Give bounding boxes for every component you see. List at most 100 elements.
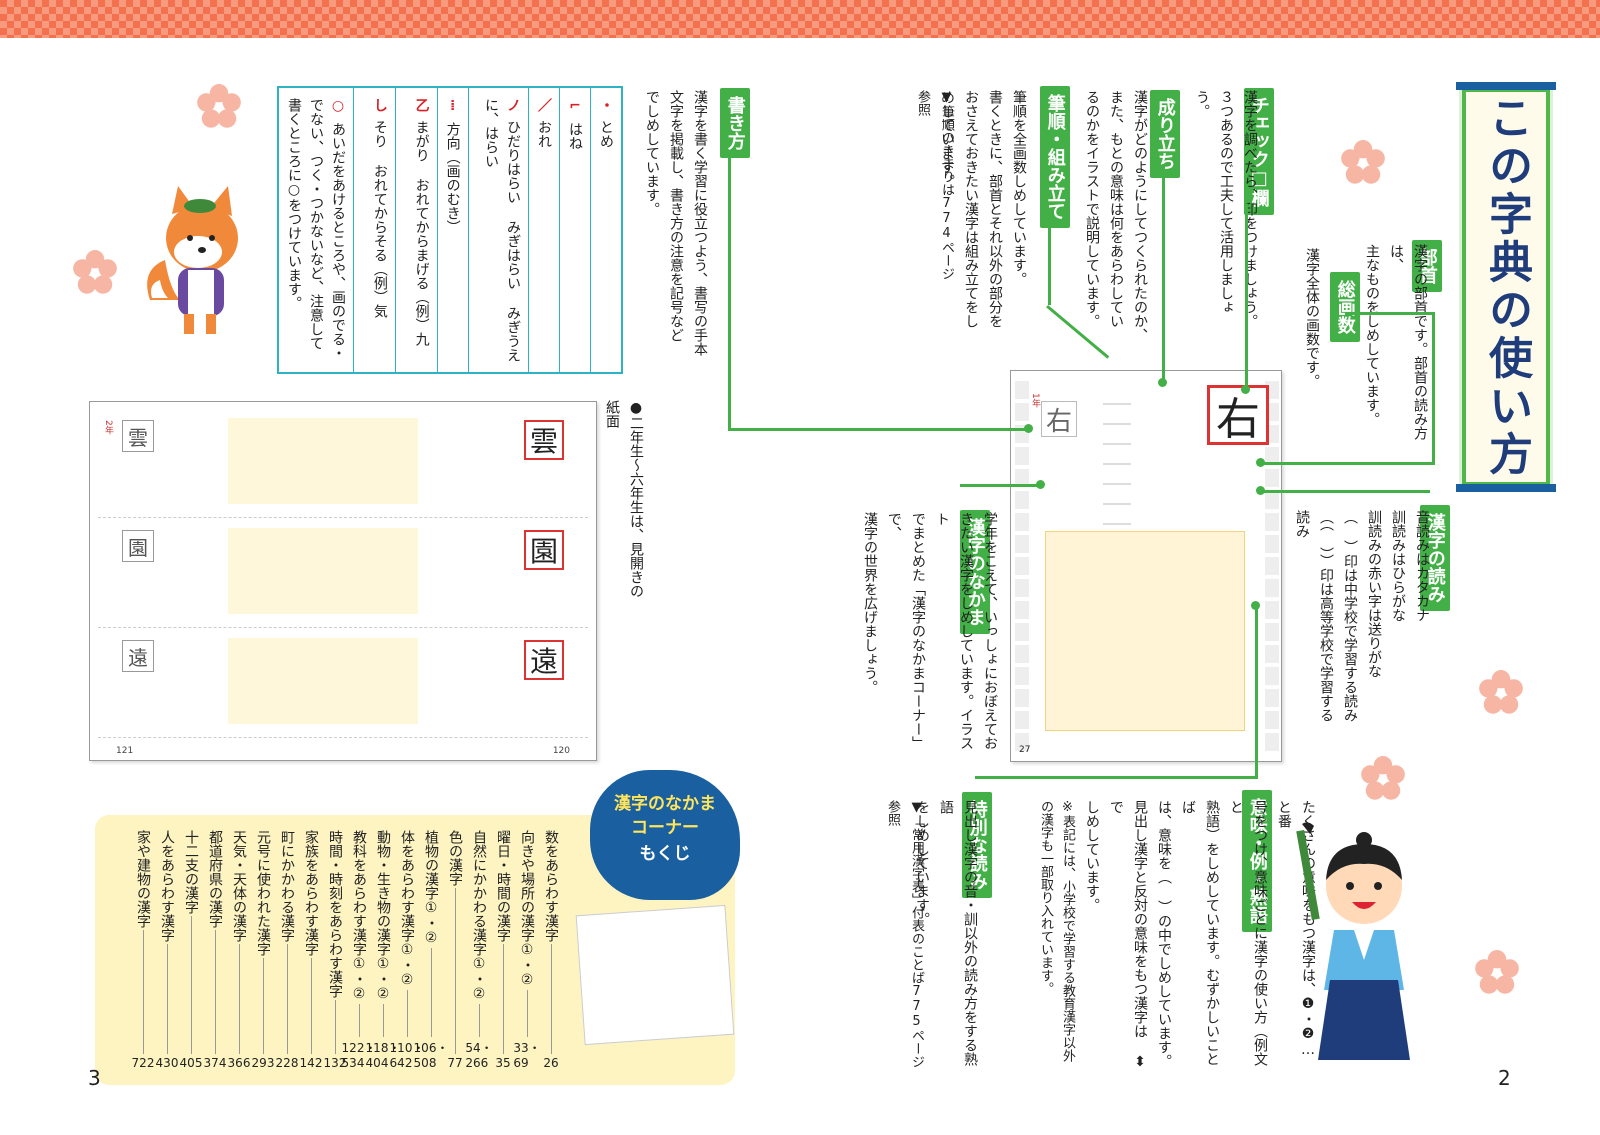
tag-naritachi: 成り立ち (1150, 90, 1180, 178)
stroke-mark: ／ (536, 98, 552, 112)
connector-dot (1256, 486, 1265, 495)
toc-item-pages: 33・69 (513, 1041, 541, 1070)
desc-bushu-line: 漢字の部首です。部首の読み方は、 (1388, 244, 1428, 440)
toc-item-name: 家族をあらわす漢字 (303, 830, 319, 956)
stroke-mark: ⁞ (444, 98, 461, 114)
toc-item: 植物の漢字①・② 106・508 (414, 830, 449, 1070)
stroke-mark: ・ (598, 98, 614, 112)
connector-nakama (960, 484, 1040, 487)
toc-leader-line (478, 1004, 480, 1037)
desc-yomi-line: 訓読みの赤い字は送りがな (1366, 510, 1382, 678)
desc-naritachi-line: また、もとの意味は何をあらわしてい (1108, 90, 1124, 328)
toc-leader-line (406, 990, 408, 1037)
desc-imi-line: しめしています。 (1084, 800, 1100, 912)
connector-naritachi (1162, 164, 1165, 384)
toc-item-name: 町にかかわる漢字 (279, 830, 295, 942)
plum-flower-icon (1479, 670, 1523, 714)
toc-item-name: 時間・時刻をあらわす漢字 (327, 830, 343, 998)
spread-meaning-area (228, 528, 418, 614)
toc-item-pages: 228 (275, 1056, 299, 1070)
desc-kakikata: 漢字を書く学習に役立つよう、書写の手本 文字を掲載し、書き方の注意を記号など で… (640, 90, 712, 360)
connector-dot (1036, 480, 1045, 489)
toc-item-pages: 366 (227, 1056, 251, 1070)
connector-check (1245, 204, 1248, 390)
sample-headword-kanji: 右 (1207, 385, 1269, 445)
sample-page-number: 27 (1019, 745, 1031, 755)
plum-flower-icon (1361, 756, 1405, 800)
sample-meaning-area (1045, 531, 1245, 731)
desc-yomi-line: （ ）印は中学校で学習する読み (1342, 510, 1358, 722)
note-hitsujun: ▼筆順のきまりは774ページ参照 (915, 90, 954, 280)
desc-imi-line: 号をつけ、意味ごとに漢字の使い方（例文と (1228, 800, 1268, 1066)
connector-dot (1158, 378, 1167, 387)
desc-nakama-line: きたい漢字をしめしています。イラスト (934, 512, 974, 750)
toc-item-pages: 430 (155, 1056, 179, 1070)
desc-yomi-line: 音読みはカタカナ (1414, 510, 1430, 622)
stroke-name: ひだりはらい みぎはらい みぎうえに、はらい (483, 98, 521, 362)
stroke-mark: し (371, 98, 388, 112)
desc-imi: たくさんの意味をもつ漢字は、❶・❷…と番 号をつけ、意味ごとに漢字の使い方（例文… (1080, 800, 1320, 1070)
desc-nakama-line: 学年をこえて、いっしょにおぼえてお (982, 512, 998, 750)
spread-headword: 遠 (524, 640, 564, 680)
stroke-name: 方向（画のむき） (444, 122, 461, 234)
desc-yomi: 音読みはカタカナ 訓読みはひらがな 訓読みの赤い字は送りがな （ ）印は中学校で… (1290, 510, 1434, 730)
toc-item-pages: 118・404 (365, 1041, 401, 1070)
fox-mascot-icon (147, 186, 238, 334)
connector-dot (1251, 601, 1260, 610)
toc-leader-line (382, 1004, 384, 1037)
stroke-name: おれ (536, 120, 552, 148)
desc-bushu-line: 主なものをしめしています。 (1364, 244, 1380, 426)
desc-check-line: ３つあるので工夫して活用しましょう。 (1194, 90, 1234, 314)
toc-leader-line (358, 1004, 360, 1037)
note-imi: ※表記には、小学校で学習する教育漢字以外の漢字も一部取り入れています。 (1038, 800, 1075, 1062)
spread-page-left: 121 (116, 746, 134, 756)
desc-check-line: 漢字を調べたら、印をつけましょう。 (1242, 90, 1258, 328)
page-number-left: 3 (88, 1066, 101, 1090)
tag-hitsujun: 筆順・組み立て (1040, 86, 1070, 228)
page-title: この字典の使い方 (1481, 95, 1532, 479)
toc-item-name: 植物の漢字①・② (423, 830, 439, 946)
boy-mascot-icon (1296, 822, 1410, 1068)
toc-item-name: 十二支の漢字 (183, 830, 199, 914)
connector-bushu (1432, 312, 1435, 465)
connector-tokubetsu (975, 776, 1258, 779)
tag-yomi: 漢字の読み (1420, 505, 1450, 611)
stroke-mark: ⌐ (567, 98, 583, 114)
desc-nakama-line: 漢字の世界を広げましょう。 (862, 512, 878, 694)
desc-check: 漢字を調べたら、印をつけましょう。 ３つあるので工夫して活用しましょう。 (1190, 90, 1262, 330)
stroke-name: そり おれてからそる（例）気 (371, 120, 388, 318)
toc-item-name: 元号に使われた漢字 (255, 830, 271, 956)
spread-page-right: 120 (552, 746, 570, 756)
desc-hitsujun-line: 筆順を全画数しめしています。 (1011, 90, 1027, 286)
connector-yomi (1260, 462, 1432, 465)
desc-hitsujun-line: おさえておきたい漢字は組み立てをし (963, 90, 979, 328)
desc-tokubetsu-line: 見出し漢字の音・訓以外の読み方をする熟語 (938, 800, 978, 1066)
stroke-mark: ○ (330, 98, 346, 114)
toc-leader-line (262, 958, 264, 1054)
toc-heading-line: コーナー (631, 818, 699, 838)
spread-headword: 雲 (524, 420, 564, 460)
stroke-guide-table: ・とめ ⌐はね ／おれ ノひだりはらい みぎはらい みぎうえに、はらい ⁞方向（… (277, 86, 623, 374)
toc-item-pages: 106・508 (413, 1041, 449, 1070)
note-tokubetsu: ▼「常用漢字表」付表のことば775ページ参照 (885, 800, 924, 1068)
toc-leader-line (214, 930, 216, 1054)
top-decorative-band (0, 0, 1600, 38)
stroke-guide-cell: しそり おれてからそる（例）気 (353, 88, 395, 372)
toc-item-name: 自然にかかわる漢字①・② (471, 830, 487, 1002)
sample-index-column (1015, 381, 1029, 751)
toc-leader-line (238, 944, 240, 1054)
spread-calligraphy: 遠 (122, 640, 154, 672)
tag-tokubetsu: 特別な読み (962, 792, 992, 898)
connector-dot (1241, 385, 1250, 394)
desc-naritachi-line: るのかをイラストで説明しています。 (1084, 90, 1100, 328)
stroke-guide-cell: 乙まがり おれてからまげる（例）九 (394, 88, 437, 372)
stroke-name: はね (567, 122, 583, 150)
desc-hitsujun: 筆順を全画数しめしています。 書くときに、部首とそれ以外の部分を おさえておきた… (935, 90, 1031, 360)
toc-leader-line (310, 958, 312, 1054)
spread-headword: 園 (524, 530, 564, 570)
